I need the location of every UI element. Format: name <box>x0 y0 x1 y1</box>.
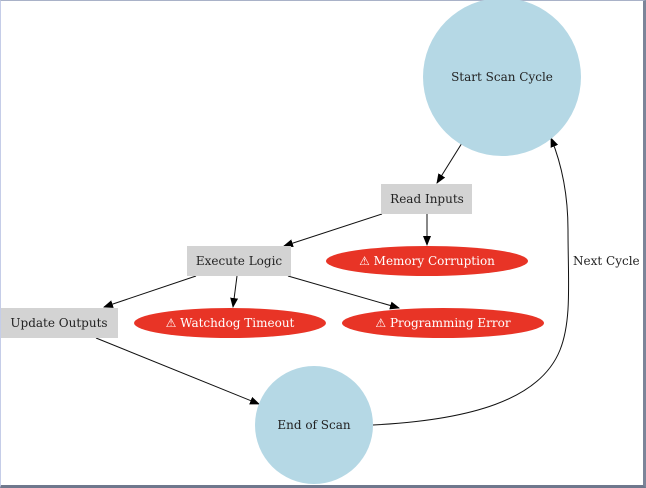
edges: Next Cycle <box>95 137 640 426</box>
edge-end-to-start-next-cycle <box>372 137 570 426</box>
node-read-inputs[interactable]: Read Inputs <box>381 184 472 214</box>
node-update-outputs[interactable]: Update Outputs <box>1 308 118 338</box>
edge-execute-logic-to-watchdog-timeout <box>230 275 239 308</box>
node-label: Execute Logic <box>196 254 283 268</box>
node-end-of-scan[interactable]: End of Scan <box>255 366 373 484</box>
node-label: ⚠ Memory Corruption <box>359 254 495 268</box>
edge-start-to-read-inputs <box>436 142 463 184</box>
edge-update-outputs-to-end <box>95 337 260 405</box>
edge-read-inputs-to-execute-logic <box>283 213 383 248</box>
node-watchdog-timeout[interactable]: ⚠ Watchdog Timeout <box>134 308 326 338</box>
edge-execute-logic-to-update-outputs <box>103 275 197 308</box>
node-execute-logic[interactable]: Execute Logic <box>187 246 291 276</box>
node-label: ⚠ Programming Error <box>375 316 510 330</box>
node-label: Update Outputs <box>10 316 107 330</box>
node-label: ⚠ Watchdog Timeout <box>166 316 295 330</box>
node-memory-corruption[interactable]: ⚠ Memory Corruption <box>326 246 528 276</box>
node-programming-error[interactable]: ⚠ Programming Error <box>342 308 544 338</box>
edge-execute-logic-to-programming-error <box>287 275 400 310</box>
node-start-scan-cycle[interactable]: Start Scan Cycle <box>423 0 581 156</box>
edge-label-next-cycle: Next Cycle <box>573 254 640 268</box>
node-label: Read Inputs <box>390 192 464 206</box>
node-label: Start Scan Cycle <box>451 70 553 84</box>
node-label: End of Scan <box>277 418 351 432</box>
